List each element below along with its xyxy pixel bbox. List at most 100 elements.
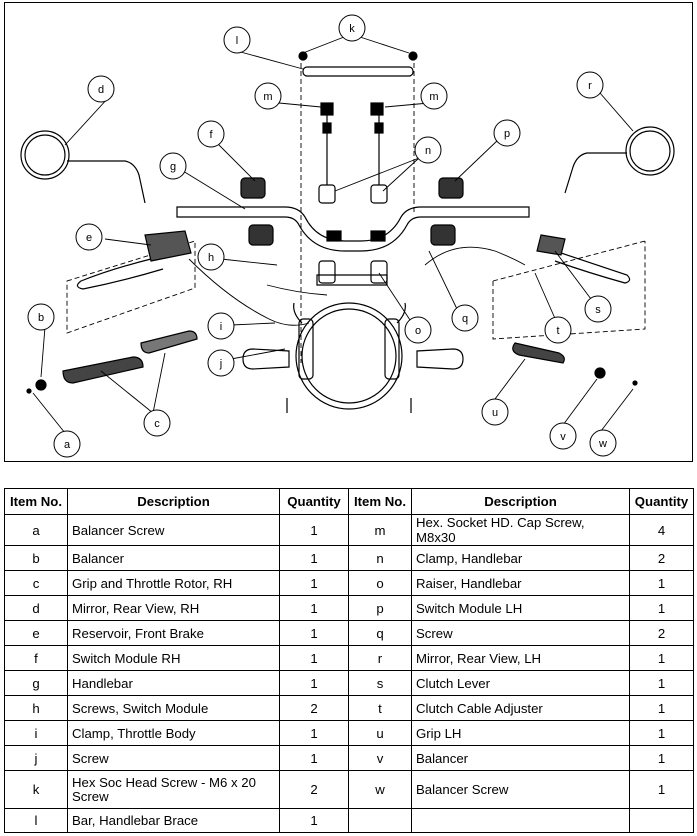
description: Clutch Lever bbox=[411, 670, 630, 696]
quantity: 2 bbox=[279, 695, 349, 721]
quantity: 1 bbox=[629, 720, 694, 746]
handlebar bbox=[176, 206, 530, 252]
header-item-no: Item No. bbox=[4, 488, 68, 515]
header-description: Description bbox=[411, 488, 630, 515]
description: Hex. Socket HD. Cap Screw, M8x30 bbox=[411, 514, 630, 546]
description: Balancer Screw bbox=[67, 514, 280, 546]
quantity: 1 bbox=[629, 595, 694, 621]
quantity: 1 bbox=[279, 670, 349, 696]
description: Reservoir, Front Brake bbox=[67, 620, 280, 646]
handlebar-brace bbox=[298, 51, 418, 77]
header-quantity: Quantity bbox=[629, 488, 694, 515]
header-quantity: Quantity bbox=[279, 488, 349, 515]
item-no: e bbox=[4, 620, 68, 646]
handlebar-exploded-view: a b c d e f g h i j k l m m n o p q r s … bbox=[20, 14, 675, 458]
quantity: 1 bbox=[279, 620, 349, 646]
callout-h: h bbox=[208, 252, 214, 264]
callout-l: l bbox=[236, 35, 238, 47]
item-no: t bbox=[348, 695, 412, 721]
description: Grip LH bbox=[411, 720, 630, 746]
callout-w: w bbox=[598, 438, 607, 450]
item-no: d bbox=[4, 595, 68, 621]
callout-u: u bbox=[492, 407, 498, 419]
callout-q: q bbox=[462, 313, 468, 325]
callout-b: b bbox=[38, 312, 44, 324]
description: Hex Soc Head Screw - M6 x 20 Screw bbox=[67, 770, 280, 809]
item-no: a bbox=[4, 514, 68, 546]
headlight bbox=[286, 302, 412, 413]
exploded-parts-diagram: a b c d e f g h i j k l m m n o p q r s … bbox=[4, 2, 693, 462]
callout-d: d bbox=[98, 84, 104, 96]
item-no: k bbox=[4, 770, 68, 809]
turn-signals bbox=[242, 348, 464, 370]
brake-reservoir-lever bbox=[76, 230, 192, 290]
callout-e: e bbox=[86, 232, 92, 244]
callout-n: n bbox=[425, 145, 431, 157]
description: Switch Module LH bbox=[411, 595, 630, 621]
header-item-no: Item No. bbox=[348, 488, 412, 515]
callout-letters: a b c d e f g h i j k l m m n o p q r s … bbox=[38, 23, 607, 451]
quantity: 1 bbox=[279, 595, 349, 621]
callout-s: s bbox=[595, 304, 601, 316]
description: Mirror, Rear View, RH bbox=[67, 595, 280, 621]
leader-lines bbox=[32, 36, 634, 434]
quantity: 1 bbox=[629, 670, 694, 696]
item-no: l bbox=[4, 808, 68, 833]
callout-k: k bbox=[349, 23, 355, 35]
quantity: 1 bbox=[629, 695, 694, 721]
item-no: q bbox=[348, 620, 412, 646]
quantity: 1 bbox=[279, 808, 349, 833]
item-no: f bbox=[4, 645, 68, 671]
description: Raiser, Handlebar bbox=[411, 570, 630, 596]
description: Handlebar bbox=[67, 670, 280, 696]
item-no: r bbox=[348, 645, 412, 671]
item-no: i bbox=[4, 720, 68, 746]
balancers bbox=[26, 367, 638, 394]
quantity: 1 bbox=[629, 770, 694, 809]
description: Clamp, Handlebar bbox=[411, 545, 630, 571]
quantity: 1 bbox=[279, 720, 349, 746]
quantity: 1 bbox=[279, 645, 349, 671]
quantity: 2 bbox=[629, 545, 694, 571]
description: Balancer bbox=[67, 545, 280, 571]
callout-j: j bbox=[219, 358, 222, 370]
quantity: 2 bbox=[629, 620, 694, 646]
item-no: p bbox=[348, 595, 412, 621]
description: Clamp, Throttle Body bbox=[67, 720, 280, 746]
description bbox=[411, 808, 630, 833]
item-no: j bbox=[4, 745, 68, 771]
item-no: m bbox=[348, 514, 412, 546]
item-no: h bbox=[4, 695, 68, 721]
description: Bar, Handlebar Brace bbox=[67, 808, 280, 833]
description: Switch Module RH bbox=[67, 645, 280, 671]
description: Screws, Switch Module bbox=[67, 695, 280, 721]
risers-clamps bbox=[316, 102, 388, 286]
description: Screw bbox=[67, 745, 280, 771]
item-no: c bbox=[4, 570, 68, 596]
quantity: 2 bbox=[279, 770, 349, 809]
description: Clutch Cable Adjuster bbox=[411, 695, 630, 721]
table-header-row: Item No. Description Quantity Item No. D… bbox=[4, 488, 694, 515]
callout-m-right: m bbox=[429, 91, 438, 103]
callout-o: o bbox=[415, 325, 421, 337]
item-no: w bbox=[348, 770, 412, 809]
description: Screw bbox=[411, 620, 630, 646]
quantity: 1 bbox=[629, 745, 694, 771]
item-no: n bbox=[348, 545, 412, 571]
quantity: 1 bbox=[279, 745, 349, 771]
callout-a: a bbox=[64, 439, 71, 451]
item-no: v bbox=[348, 745, 412, 771]
quantity: 1 bbox=[279, 570, 349, 596]
header-description: Description bbox=[67, 488, 280, 515]
quantity: 4 bbox=[629, 514, 694, 546]
callout-c: c bbox=[154, 418, 160, 430]
